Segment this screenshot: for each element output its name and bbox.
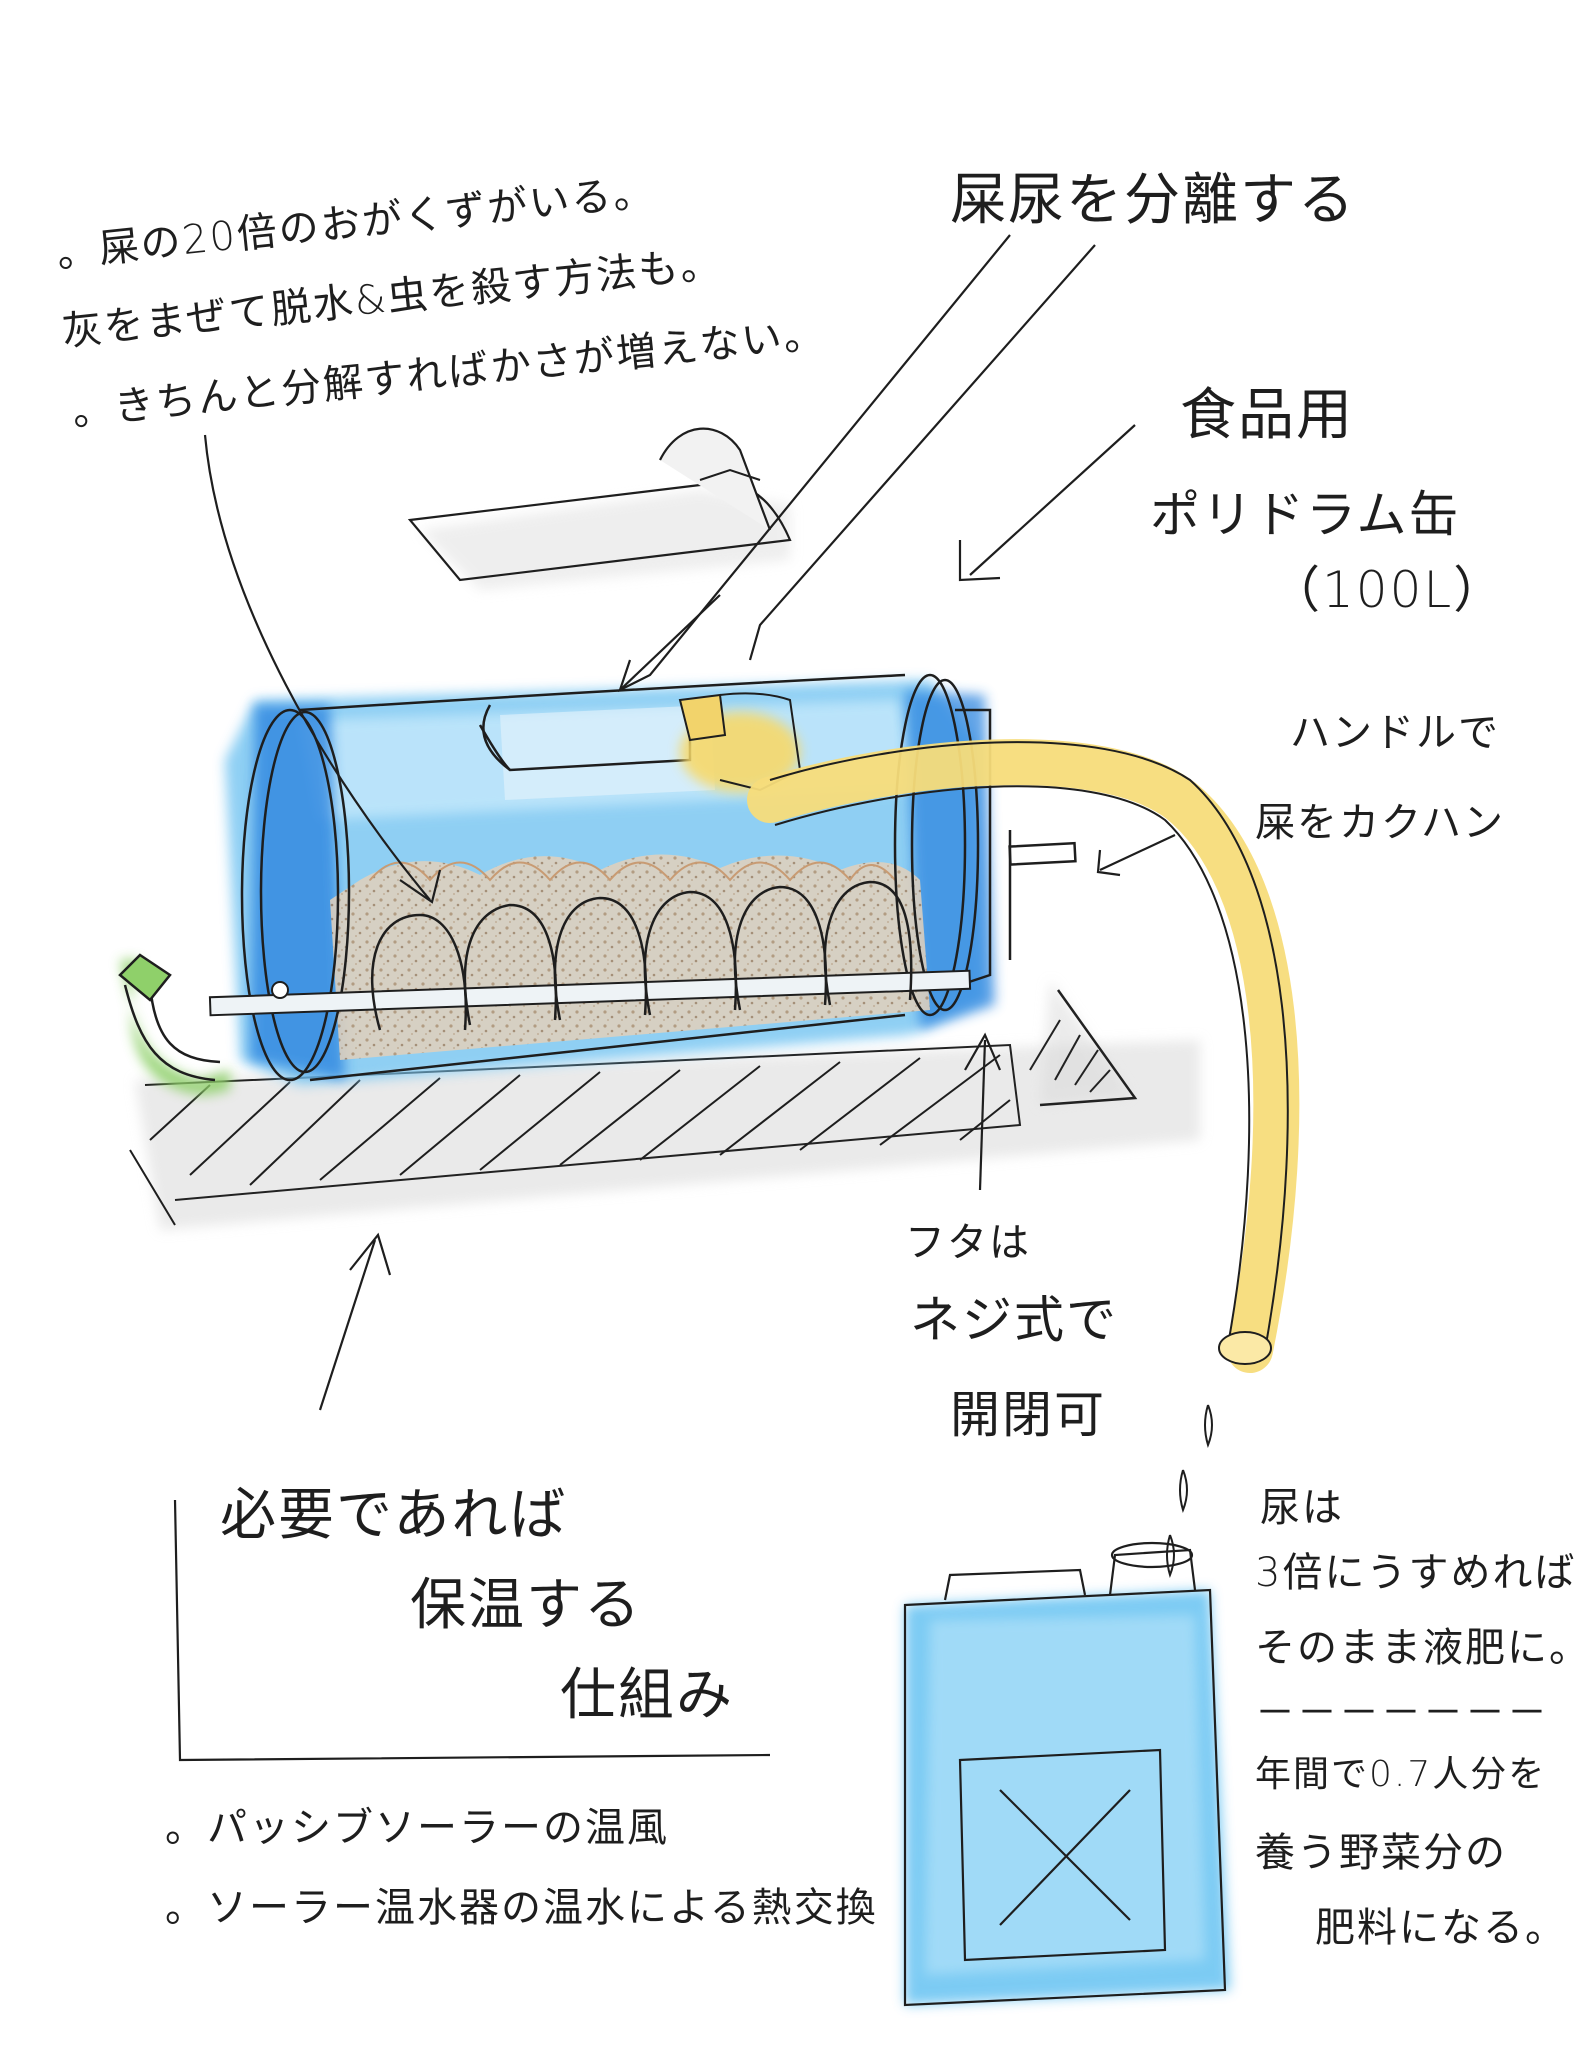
urine-note-4: 年間で0.7人分を <box>1255 1754 1547 1795</box>
rotation-arrow-icon <box>118 953 230 1095</box>
urine-note-1: 尿は <box>1260 1485 1344 1531</box>
urine-note-divider: －－－－－－－ <box>1255 1690 1549 1736</box>
label-drum-capacity: （100L） <box>1270 561 1506 619</box>
label-lid-3: 開閉可 <box>950 1386 1106 1444</box>
urine-note-3: そのまま液肥に。 <box>1255 1625 1591 1671</box>
label-heat-3: 仕組み <box>560 1663 734 1728</box>
label-lid-1: フタは <box>905 1220 1031 1266</box>
heat-item-passive-solar: 。パッシブソーラーの温風 <box>165 1805 669 1851</box>
separating-seat <box>407 427 792 590</box>
label-separate: 屎尿を分離する <box>950 168 1356 233</box>
label-heat-2: 保温する <box>410 1573 642 1638</box>
annotation-arrows <box>173 234 1176 1762</box>
label-handle-2: 屎をカクハン <box>1255 800 1505 846</box>
urine-note-6: 肥料になる。 <box>1315 1905 1567 1951</box>
compost-drum <box>208 673 1077 1085</box>
label-drum-food-grade: 食品用 <box>1180 383 1354 448</box>
urine-note-2: 3倍にうすめれば <box>1255 1550 1577 1596</box>
label-handle-1: ハンドルで <box>1290 710 1500 756</box>
label-lid-2: ネジ式で <box>910 1291 1118 1349</box>
composting-toilet-sketch <box>118 234 1300 2007</box>
ground-slab <box>129 980 1200 1230</box>
label-drum-poly: ポリドラム缶 <box>1150 486 1461 544</box>
urine-note-5: 養う野菜分の <box>1255 1830 1507 1876</box>
label-heat-1: 必要であれば <box>220 1483 568 1548</box>
heat-item-solar-water: 。ソーラー温水器の温水による熱交換 <box>165 1885 878 1931</box>
urine-tank <box>903 1541 1230 2007</box>
